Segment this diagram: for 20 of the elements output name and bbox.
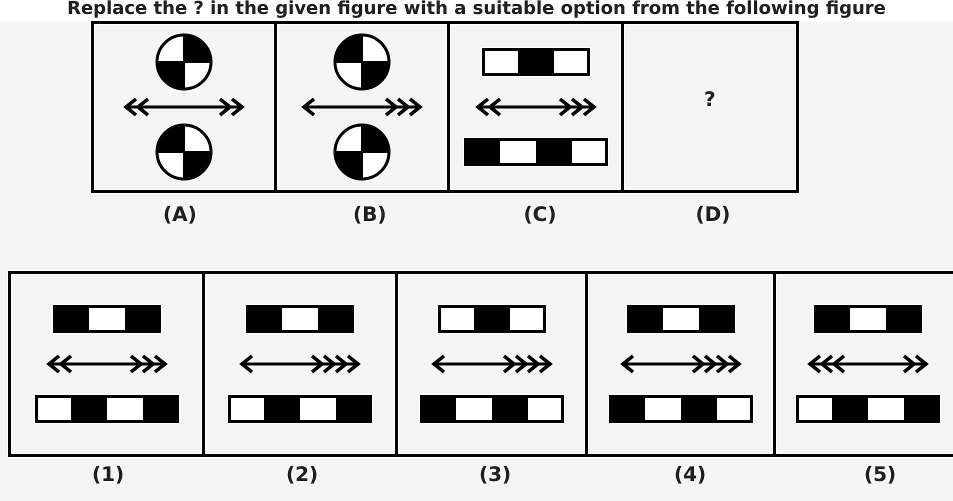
figure-panel — [773, 271, 953, 457]
question-mark: ? — [704, 87, 716, 111]
figure-label: (B) — [353, 202, 387, 226]
figure-label: (A) — [163, 202, 197, 226]
figure-label: (5) — [864, 462, 896, 486]
figure-label: (1) — [92, 462, 124, 486]
figure-panel — [447, 21, 624, 193]
figure-panel — [274, 21, 450, 193]
figure-panel — [395, 271, 588, 457]
figure-label: (3) — [479, 462, 512, 486]
figure-label: (4) — [674, 462, 706, 486]
question-text: Replace the ? in the given figure with a suitable option from the following figure — [66, 0, 887, 18]
figure-panel — [91, 21, 277, 193]
figure-panel — [202, 271, 398, 457]
figure-panel — [585, 271, 776, 457]
figure-label: (2) — [286, 462, 318, 486]
figure-panel — [8, 271, 205, 457]
figure-label: (C) — [524, 202, 556, 226]
figure-panel — [621, 21, 799, 193]
figure-label: (D) — [696, 202, 730, 226]
